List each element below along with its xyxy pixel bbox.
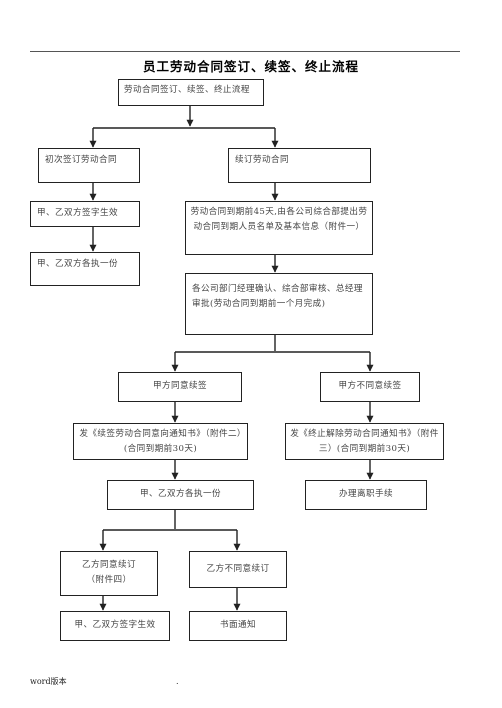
node-root-label: 劳动合同签订、续签、终止流程 <box>124 85 250 95</box>
node-b-agree-label: 乙方同意续订（附件四） <box>82 560 136 585</box>
node-notice-45: 劳动合同到期前45天,由各公司综合部提出劳动合同到期人员名单及基本信息（附件一） <box>185 201 373 255</box>
node-send-renew: 发《续签劳动合同意向通知书》（附件二）(合同到期前30天) <box>73 423 248 460</box>
footer-text: word版本 <box>30 677 67 686</box>
node-both-sign-1: 甲、乙双方签字生效 <box>30 201 140 227</box>
node-a-agree-label: 甲方同意续签 <box>153 381 207 391</box>
node-send-terminate-label: 发《终止解除劳动合同通知书》（附件三）(合同到期前30天) <box>290 429 439 454</box>
node-renew-label: 续订劳动合同 <box>235 155 289 165</box>
node-b-disagree-label: 乙方不同意续订 <box>206 564 270 574</box>
node-written-notice: 书面通知 <box>189 611 287 641</box>
node-resign: 办理离职手续 <box>305 480 427 510</box>
node-first-sign: 初次签订劳动合同 <box>38 148 140 183</box>
node-a-disagree: 甲方不同意续签 <box>320 372 420 402</box>
top-rule <box>30 51 460 52</box>
footer-dot: . <box>176 677 179 686</box>
node-both-sign-2-label: 甲、乙双方签字生效 <box>74 620 156 630</box>
node-first-sign-label: 初次签订劳动合同 <box>45 155 117 165</box>
page-title: 员工劳动合同签订、续签、终止流程 <box>142 59 359 74</box>
node-b-agree: 乙方同意续订（附件四） <box>60 551 158 596</box>
node-approval: 各公司部门经理确认、综合部审核、总经理审批(劳动合同到期前一个月完成) <box>185 273 373 335</box>
node-a-disagree-label: 甲方不同意续签 <box>338 381 402 391</box>
node-renew: 续订劳动合同 <box>228 148 371 183</box>
node-notice-45-label: 劳动合同到期前45天,由各公司综合部提出劳动合同到期人员名单及基本信息（附件一） <box>190 207 368 232</box>
node-b-disagree: 乙方不同意续订 <box>189 551 287 588</box>
node-send-terminate: 发《终止解除劳动合同通知书》（附件三）(合同到期前30天) <box>285 423 444 460</box>
node-both-hold-2: 甲、乙双方各执一份 <box>107 480 254 510</box>
node-root: 劳动合同签订、续签、终止流程 <box>118 79 264 106</box>
node-both-sign-2: 甲、乙双方签字生效 <box>60 611 170 641</box>
node-a-agree: 甲方同意续签 <box>118 372 242 402</box>
node-both-hold-1-label: 甲、乙双方各执一份 <box>37 259 118 269</box>
node-both-hold-2-label: 甲、乙双方各执一份 <box>140 489 221 499</box>
node-both-hold-1: 甲、乙双方各执一份 <box>30 252 140 286</box>
node-send-renew-label: 发《续签劳动合同意向通知书》（附件二）(合同到期前30天) <box>79 429 242 454</box>
node-resign-label: 办理离职手续 <box>339 489 393 499</box>
node-both-sign-1-label: 甲、乙双方签字生效 <box>37 208 118 218</box>
node-written-notice-label: 书面通知 <box>220 620 256 630</box>
node-approval-label: 各公司部门经理确认、综合部审核、总经理审批(劳动合同到期前一个月完成) <box>192 284 363 309</box>
